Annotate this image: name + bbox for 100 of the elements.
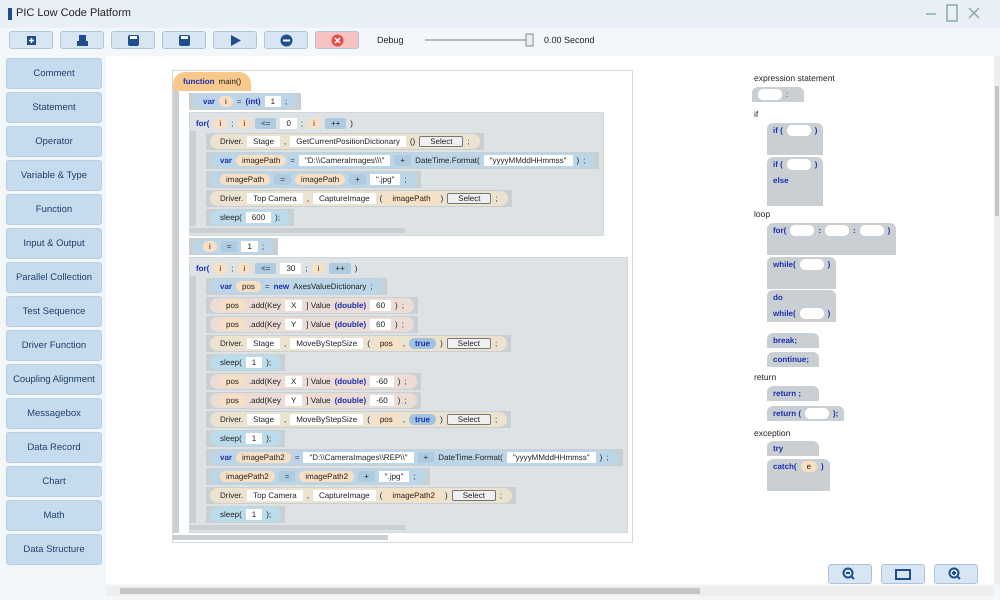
value-field: CaptureImage [312,193,376,204]
variable-pill: imagePath [220,174,270,185]
keyword: for( [196,264,210,273]
keyword: return ; [773,389,801,398]
code-text: .add(Key [248,320,281,329]
operator-pill: = [278,471,296,482]
block-template [767,459,830,491]
variable-pill: pos [374,338,399,349]
keyword: return ( [773,409,801,418]
code-text: ); [266,434,272,443]
keyword: (double) [334,320,366,329]
statement-block [206,316,418,333]
code-text: sleep( [220,358,242,367]
value-field: 1 [246,509,262,520]
keyword: ) [821,462,824,471]
keyword: ) [828,309,830,318]
statement-block [206,190,512,207]
value-field: -60 [370,395,394,406]
variable-pill: imagePath2 [386,490,442,501]
variable-pill: imagePath2 [236,452,291,463]
keyword: var [220,282,232,291]
statement-block [206,487,516,504]
value-field: "D:\\CameraImages\\REP\\" [303,452,414,463]
code-text: ; [300,119,304,128]
code-text: ( [367,415,370,424]
statement-block [206,411,512,428]
category-button: Data Record [6,432,102,463]
code-text: main() [218,77,242,86]
category-button: Comment [6,58,102,89]
value-field: ".jpg" [378,471,410,482]
category-button: Function [6,194,102,225]
code-text: DateTime.Format( [415,156,480,165]
block-template [767,257,836,289]
operator-pill: <= [255,118,276,129]
code-text: ; [285,97,288,106]
block-template [767,123,824,155]
value-field: 1 [264,96,282,107]
category-button: Variable & Type [6,160,102,191]
operator-pill: ++ [324,118,346,129]
code-text: , [306,194,309,203]
statement-block [206,335,512,352]
keyword: if ( [773,160,783,169]
value-field: -60 [370,376,394,387]
statement-block [206,152,600,169]
category-heading: exception [754,428,790,438]
code-text: ] Value [306,377,331,386]
select-button: Select [446,414,492,425]
code-text: ; [402,301,404,310]
code-text: = [236,97,242,106]
code-text: ; [305,264,308,273]
keyword: ); [833,409,838,418]
code-text: ; [404,175,407,184]
code-text: ) [395,320,398,329]
value-field: 1 [246,433,262,444]
variable-pill: i [237,118,252,129]
operator-pill: + [418,452,434,463]
code-text: ) [398,396,400,405]
code-text: = [264,282,270,291]
boolean-pill: true [409,338,436,349]
statement-block [206,354,286,371]
code-text: , [402,339,405,348]
statement-block [206,297,418,314]
code-text: ( [380,194,382,203]
variable-pill: e [800,461,818,472]
code-text: ) [440,194,444,203]
toolbar-label: 0.00 Second [544,35,595,45]
code-text: ); [266,510,272,519]
keyword: ) [828,260,830,269]
statement-block [206,392,421,409]
select-button: Select [446,338,492,349]
block-template [767,333,819,348]
keyword: for( [196,119,210,128]
value-field: MoveByStepSize [290,338,364,349]
category-heading: if [754,109,758,119]
operator-pill: + [394,155,412,166]
category-button: Parallel Collection [6,262,102,293]
variable-pill: imagePath [386,193,437,204]
code-text: : [786,90,788,99]
code-text: ] Value [306,320,331,329]
keyword: var [203,97,216,106]
code-text: ) [445,491,448,500]
code-text: ( [380,491,382,500]
code-text: Driver. [220,415,244,424]
code-text: ) [350,119,353,128]
code-text: ; [583,156,586,165]
value-field: 60 [370,300,392,311]
keyword: for( [773,226,786,235]
value-field: Top Camera [247,193,303,204]
code-text: ; [495,415,498,424]
code-text: ); [275,213,280,222]
code-text: .add(Key [248,396,281,405]
code-text: ) [398,377,400,386]
select-button: Select [419,136,464,147]
block-template [752,87,804,102]
category-heading: expression statement [754,73,835,83]
code-text: DateTime.Format( [438,453,503,462]
value-field: 60 [370,319,392,330]
code-text: = [290,156,295,165]
code-text: Driver. [220,137,244,146]
code-text: Driver. [220,339,244,348]
